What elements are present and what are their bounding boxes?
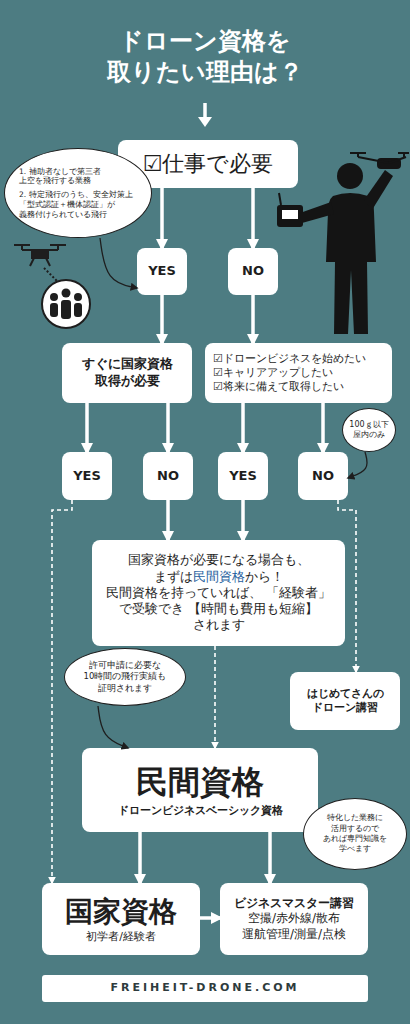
- node-text: 100ｇ以下 屋内のみ: [345, 420, 393, 441]
- node-text: 特化した業務に 活用するので あれば専門知識を 学べます: [314, 813, 396, 855]
- callout-arrow: [100, 238, 137, 288]
- flow-arrow: [251, 188, 255, 248]
- node-text: YES: [73, 468, 101, 485]
- node-text: ☑仕事で必要: [143, 150, 274, 179]
- flow-arrow: [200, 916, 220, 920]
- flow-arrow: [321, 403, 325, 452]
- node-text: 1. 補助者なしで第三者 上空を飛行する業務: [19, 167, 137, 187]
- node-text: はじめてさんの ドローン講習: [295, 687, 395, 716]
- info-box: 国家資格が必要になる場合も、 まずは民間資格から！ 民間資格を持っていれば、 「…: [92, 540, 345, 646]
- callout-bubble: 100ｇ以下 屋内のみ: [342, 408, 396, 452]
- node-text: ☑ドローンビジネスを始めたい: [213, 352, 366, 366]
- node-text: NO: [312, 468, 334, 485]
- drone-icon: [14, 245, 66, 282]
- flow-arrow: [251, 295, 255, 343]
- answer-box: NO: [298, 452, 348, 500]
- node-text: すぐに国家資格 取得が必要: [70, 356, 184, 390]
- node-text: 民間資格: [136, 762, 264, 804]
- callout-bubble: 特化した業務に 活用するので あれば専門知識を 学べます: [303, 798, 407, 870]
- answer-box: YES: [218, 452, 268, 500]
- node-text: 2. 特定飛行のうち、安全対策上 「型式認証＋機体認証」が 義務付けられている飛…: [19, 190, 137, 219]
- flow-arrow: [85, 403, 89, 452]
- answer-box: YES: [62, 452, 112, 500]
- title-wrap: ドローン資格を 取りたい理由は？: [0, 26, 410, 88]
- answer-box: NO: [143, 452, 193, 500]
- callout-bubble: 許可申請に必要な 10時間の飛行実績も 証明されます: [64, 648, 186, 706]
- hand-drone: [350, 153, 409, 168]
- flow-arrow: [241, 403, 245, 452]
- flow-arrow: [160, 295, 164, 343]
- node-text: 国家資格が必要になる場合も、 まずは民間資格から！ 民間資格を持っていれば、 「…: [100, 552, 337, 633]
- answer-box: NO: [228, 248, 278, 295]
- course-box: はじめてさんの ドローン講習: [290, 672, 400, 730]
- flow-arrow: [241, 500, 245, 540]
- dashed-arrow: [52, 500, 72, 883]
- title-text: ドローン資格を 取りたい理由は？: [70, 26, 340, 88]
- node-text: NO: [157, 468, 179, 485]
- node-text: 許可申請に必要な 10時間の飛行実績も 証明されます: [75, 660, 175, 693]
- course-box: ビジネスマスター講習空撮/赤外線/散布 運航管理/測量/点検: [220, 883, 368, 955]
- result-box: すぐに国家資格 取得が必要: [62, 343, 192, 403]
- node-text: ☑キャリアアップしたい: [213, 366, 333, 380]
- callout-bubble: 1. 補助者なしで第三者 上空を飛行する業務 2. 特定飛行のうち、安全対策上 「…: [4, 148, 152, 238]
- title-arrow: [198, 103, 212, 127]
- node-text: YES: [229, 468, 257, 485]
- flow-arrow: [166, 403, 170, 452]
- qualification-box: 国家資格初学者/経験者: [42, 883, 200, 955]
- people-icon: [42, 280, 90, 328]
- flow-arrow: [138, 832, 142, 883]
- callout-arrow: [348, 452, 367, 478]
- dashed-arrow: [214, 646, 216, 748]
- node-text: ☑将来に備えて取得したい: [213, 380, 344, 394]
- answer-box: YES: [137, 248, 187, 295]
- highlight-text: 民間資格: [193, 569, 245, 584]
- node-text: NO: [242, 263, 264, 280]
- footer-band: FREIHEIT-DRONE.COM: [42, 975, 368, 1002]
- pilot-silhouette: [277, 163, 393, 334]
- flow-arrow: [268, 832, 272, 883]
- node-text: ビジネスマスター講習: [234, 896, 354, 912]
- flow-arrow: [166, 500, 170, 540]
- flow-arrow: [160, 188, 164, 248]
- qualification-box: 民間資格ドローンビジネスベーシック資格: [82, 748, 318, 832]
- node-text: 初学者/経験者: [86, 930, 156, 944]
- node-text: FREIHEIT-DRONE.COM: [110, 981, 299, 995]
- node-text: YES: [148, 263, 176, 280]
- checklist-box: ☑ドローンビジネスを始めたい☑キャリアアップしたい☑将来に備えて取得したい: [205, 343, 392, 403]
- callout-arrow: [98, 706, 128, 748]
- node-text: 国家資格: [65, 894, 177, 930]
- node-text: 空撮/赤外線/散布 運航管理/測量/点検: [226, 911, 362, 942]
- node-text: ドローンビジネスベーシック資格: [118, 804, 283, 818]
